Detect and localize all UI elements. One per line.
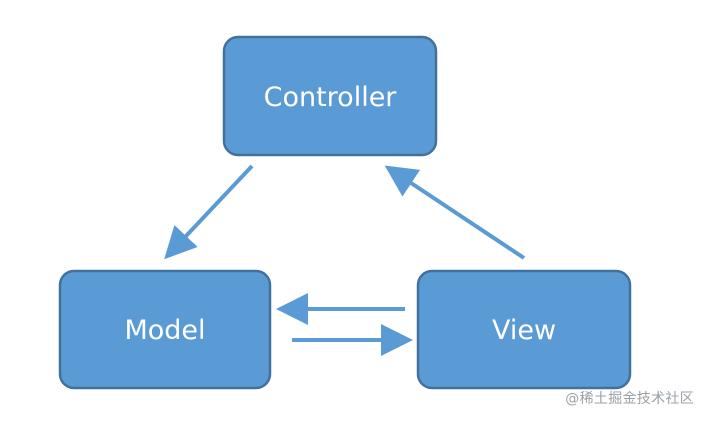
arrow-view-to-controller (384, 165, 526, 260)
controller-label: Controller (264, 82, 398, 113)
view-node: View (416, 269, 632, 390)
model-node: Model (58, 269, 272, 390)
view-label: View (492, 315, 556, 346)
arrow-controller-to-model (164, 164, 254, 260)
watermark-text: @稀土掘金技术社区 (565, 391, 694, 407)
controller-node: Controller (222, 35, 438, 157)
model-label: Model (124, 315, 205, 346)
